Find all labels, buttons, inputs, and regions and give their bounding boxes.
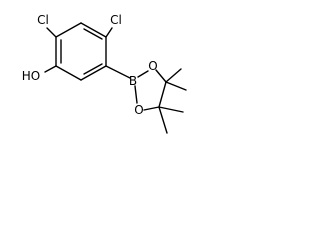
atom-label-boron: B — [129, 74, 137, 88]
atom-label-o-bottom: O — [134, 103, 143, 117]
bond-methyl-1 — [165, 68, 182, 83]
bond-cl-right — [105, 27, 113, 38]
atom-label-o-top: O — [148, 59, 157, 73]
structure-diagram: Cl Cl HO B O O — [22, 13, 187, 134]
bond-c-c-ring — [158, 81, 167, 108]
atom-label-cl-left: Cl — [37, 13, 49, 27]
bond-ring-c1-c2 — [55, 22, 82, 38]
atom-label-ho: HO — [22, 69, 40, 83]
bond-o-top-c — [155, 69, 167, 83]
atom-label-cl-right: Cl — [110, 13, 122, 27]
bond-ho — [44, 65, 57, 73]
bond-methyl-2 — [165, 81, 187, 91]
bond-cl-left — [46, 27, 57, 38]
bond-methyl-3 — [158, 106, 184, 113]
bond-methyl-4 — [158, 106, 168, 134]
bond-ring-c2-c3 — [80, 22, 107, 38]
bond-ring-c5-c6 — [55, 65, 82, 81]
bond-b-o-top — [137, 70, 149, 78]
bond-o-bottom-c — [143, 106, 160, 111]
bond-c-b — [105, 65, 131, 79]
bond-b-o-bottom — [134, 85, 138, 104]
bond-ring-double-top — [83, 28, 103, 40]
bond-ring-double-bottom — [83, 63, 103, 75]
bond-ring-c4-c5 — [80, 65, 107, 81]
